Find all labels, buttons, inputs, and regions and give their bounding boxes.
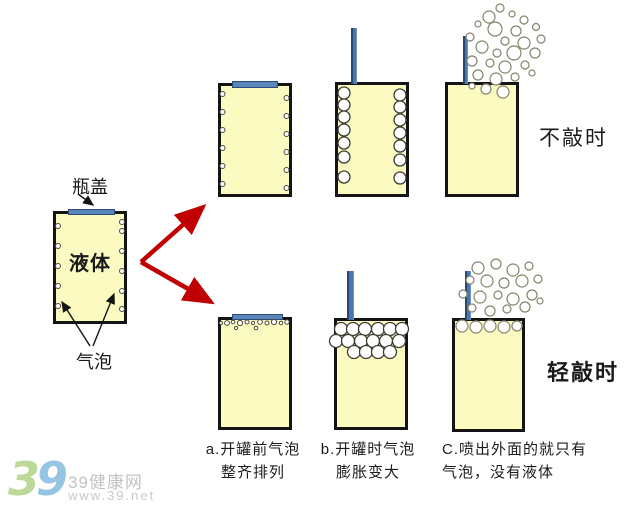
bubble	[536, 297, 544, 305]
bubble	[498, 60, 512, 74]
bubble	[531, 22, 541, 32]
bubble	[485, 58, 495, 68]
bubble	[466, 55, 478, 67]
left-can-cap	[68, 209, 115, 215]
bubble	[498, 277, 510, 289]
bubble	[502, 304, 512, 314]
bubble	[495, 3, 505, 13]
watermark: 39 39健康网 www.39.net	[8, 452, 178, 510]
bottom-can-opened-pull-tab	[347, 271, 354, 320]
bubble	[480, 274, 494, 288]
bubble	[520, 60, 530, 70]
bottom-can-sealed	[218, 317, 292, 430]
bubble	[510, 72, 520, 82]
bubble	[506, 263, 520, 277]
bubble	[510, 25, 522, 37]
bubble	[493, 290, 503, 300]
bubble	[519, 301, 531, 313]
bubble	[492, 48, 502, 58]
liquid-label: 液体	[69, 253, 111, 275]
bubble	[484, 305, 496, 317]
bubble	[519, 15, 529, 25]
top-can-sealed-cap	[232, 81, 278, 88]
bubble	[506, 292, 520, 306]
watermark-logo: 39	[8, 452, 68, 506]
caption-c-line2: 气泡，没有液体	[442, 464, 555, 481]
top-can-sealed	[218, 83, 292, 197]
bubble	[536, 34, 546, 44]
bubble	[475, 40, 489, 54]
watermark-logo-9: 9	[36, 452, 68, 506]
bubble	[517, 36, 531, 50]
bubble	[528, 69, 536, 77]
bottom-can-bubbling	[452, 318, 525, 432]
caption-a-line2: 整齐排列	[220, 464, 285, 481]
bubble	[526, 289, 538, 301]
bubble	[472, 69, 484, 81]
bubble	[515, 274, 529, 288]
not-tapped-label: 不敲时	[539, 127, 608, 150]
bubble	[473, 290, 487, 304]
bubbles-label: 气泡	[76, 352, 112, 372]
bubble	[533, 274, 543, 284]
caption-b-line2: 膨胀变大	[335, 464, 400, 481]
bottom-can-sealed-cap	[232, 314, 283, 320]
bubble	[490, 258, 502, 270]
red-arrow-to-top-row	[139, 204, 207, 264]
watermark-site-name: 39健康网	[68, 473, 143, 492]
bubble	[482, 10, 496, 24]
bubble	[529, 47, 541, 59]
lightly-tapped-label: 轻敲时	[547, 360, 620, 385]
top-can-spraying-pull-tab	[463, 36, 468, 84]
bubble	[506, 45, 522, 61]
bottle-cap-label: 瓶盖	[72, 177, 108, 197]
bottom-can-opened	[334, 318, 408, 430]
bubble	[500, 36, 510, 46]
top-can-opened	[335, 82, 409, 197]
bubble	[474, 20, 482, 28]
bubble	[487, 21, 503, 37]
caption-a-line1: a.开罐前气泡	[205, 441, 301, 458]
watermark-url: www.39.net	[68, 488, 156, 503]
top-can-spraying	[445, 82, 519, 197]
caption-c-line1: C.喷出外面的就只有	[442, 441, 588, 458]
bottom-can-bubbling-pull-tab	[465, 271, 471, 320]
top-can-opened-pull-tab	[351, 28, 357, 84]
caption-b-line1: b.开罐时气泡	[320, 441, 416, 458]
bubble	[524, 261, 534, 271]
bubble	[508, 10, 516, 18]
bubble	[471, 261, 485, 275]
watermark-logo-3: 3	[8, 452, 40, 506]
red-arrow-to-bottom-row	[139, 260, 215, 305]
